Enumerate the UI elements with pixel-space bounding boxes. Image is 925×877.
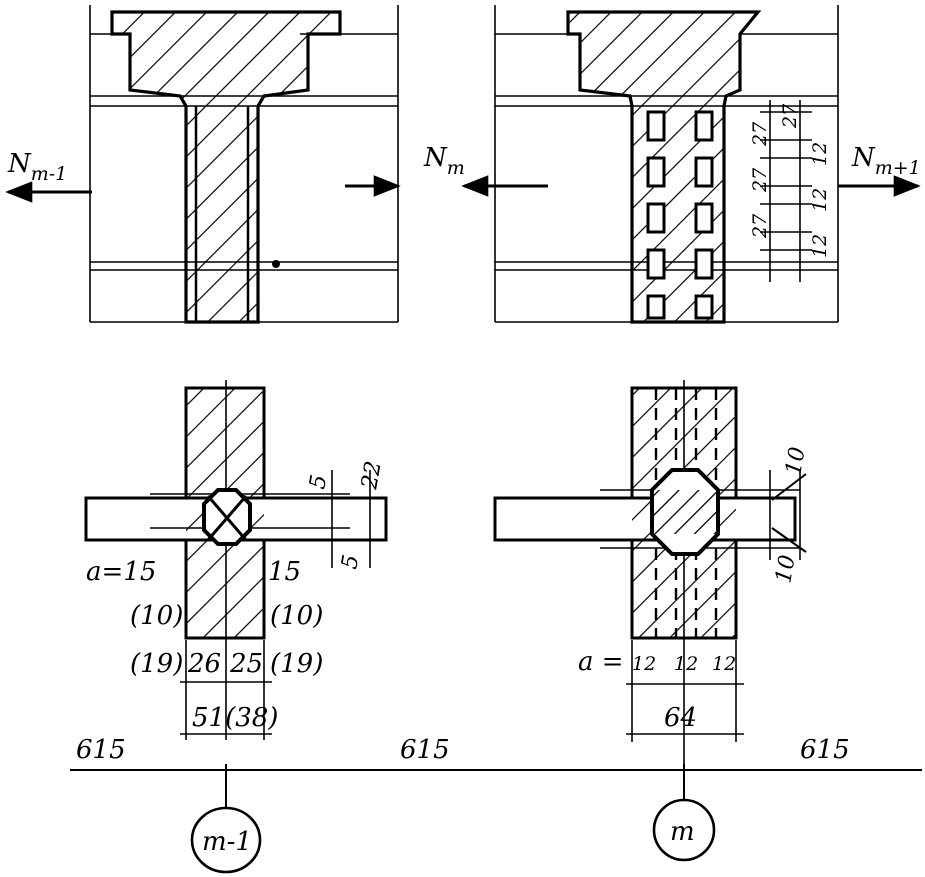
force-label-nm: Nm [423, 143, 465, 179]
axis-line: 615 615 615 m-1 m [70, 735, 922, 874]
lower-right-plan: 10 10 a = 12 12 12 64 [493, 380, 811, 790]
label-12-a: 12 [632, 653, 656, 675]
axis-marker-label-m-1: m-1 [202, 827, 252, 857]
dim-5-top: 5 [305, 473, 332, 491]
dim-27-top: 27 [779, 103, 801, 129]
spacing-615-mid: 615 [400, 735, 450, 765]
dim-27-c: 27 [749, 213, 771, 239]
dim-10-bottom: 10 [771, 553, 800, 585]
dim-27-b: 27 [749, 167, 771, 193]
dim-12-c: 12 [809, 234, 831, 258]
label-26: 26 [187, 649, 221, 679]
dim-12-b: 12 [809, 188, 831, 212]
dim-10-top: 10 [781, 445, 810, 477]
key-dimension-lines [760, 100, 812, 282]
dim-12-a: 12 [809, 142, 831, 166]
label-64: 64 [664, 703, 697, 733]
label-51-38: 51(38) [192, 703, 278, 733]
label-a-15-left: a=15 [86, 557, 156, 587]
label-12-b: 12 [674, 653, 698, 675]
label-10-left: (10) [130, 601, 183, 631]
axis-marker-label-m: m [670, 817, 695, 847]
force-label-nm1: Nm-1 [7, 149, 67, 185]
dim-27-a: 27 [749, 121, 771, 147]
shear-keys [646, 110, 714, 320]
spacing-615-right: 615 [800, 735, 850, 765]
spacing-615-left: 615 [76, 735, 126, 765]
label-10-right: (10) [270, 601, 323, 631]
label-19-right: (19) [270, 649, 323, 679]
label-12-c: 12 [712, 653, 736, 675]
dim-22: 22 [357, 459, 387, 492]
label-25: 25 [229, 649, 263, 679]
label-15-right: 15 [268, 557, 301, 587]
force-label-nm-plus1: Nm+1 [851, 143, 921, 179]
axis-marker-m-1 [190, 806, 262, 874]
axis-marker-m [652, 798, 716, 862]
node-dot [272, 260, 280, 268]
lower-left-plan: 5 5 22 a=15 15 (10) (10) (19) 26 25 (19)… [84, 380, 388, 740]
column-section-hatch [110, 10, 342, 324]
label-a-prefix: a = [578, 647, 624, 677]
upper-right-elevation: 27 27 27 27 12 12 12 Nm Nm+1 [423, 5, 921, 324]
dim-5-bottom: 5 [337, 553, 364, 571]
upper-left-elevation: Nm-1 [5, 5, 401, 324]
label-19-left: (19) [130, 649, 183, 679]
